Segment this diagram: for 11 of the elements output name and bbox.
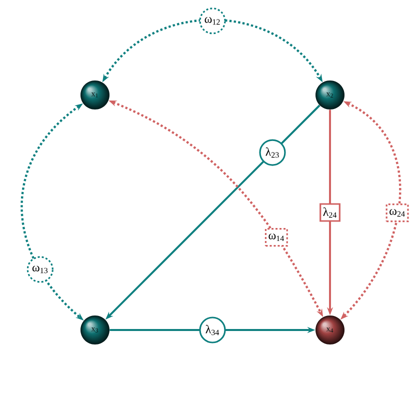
node-label: x$_{3}$ [91,328,98,332]
node-label: x$_{1}$ [91,92,98,98]
edge-label: ω$_{24}$ [386,204,409,222]
edge-label: λ$_{24}$ [320,203,340,222]
edge-label: ω$_{13}$ [26,256,54,283]
edge-label: λ$_{34}$ [199,316,226,344]
edge-label: ω$_{12}$ [199,8,226,34]
node-label: x$_{2}$ [326,92,333,98]
edge-label: ω$_{14}$ [264,228,288,247]
edge-label: λ$_{23}$ [259,139,286,166]
node-label: x$_{4}$ [326,328,334,332]
